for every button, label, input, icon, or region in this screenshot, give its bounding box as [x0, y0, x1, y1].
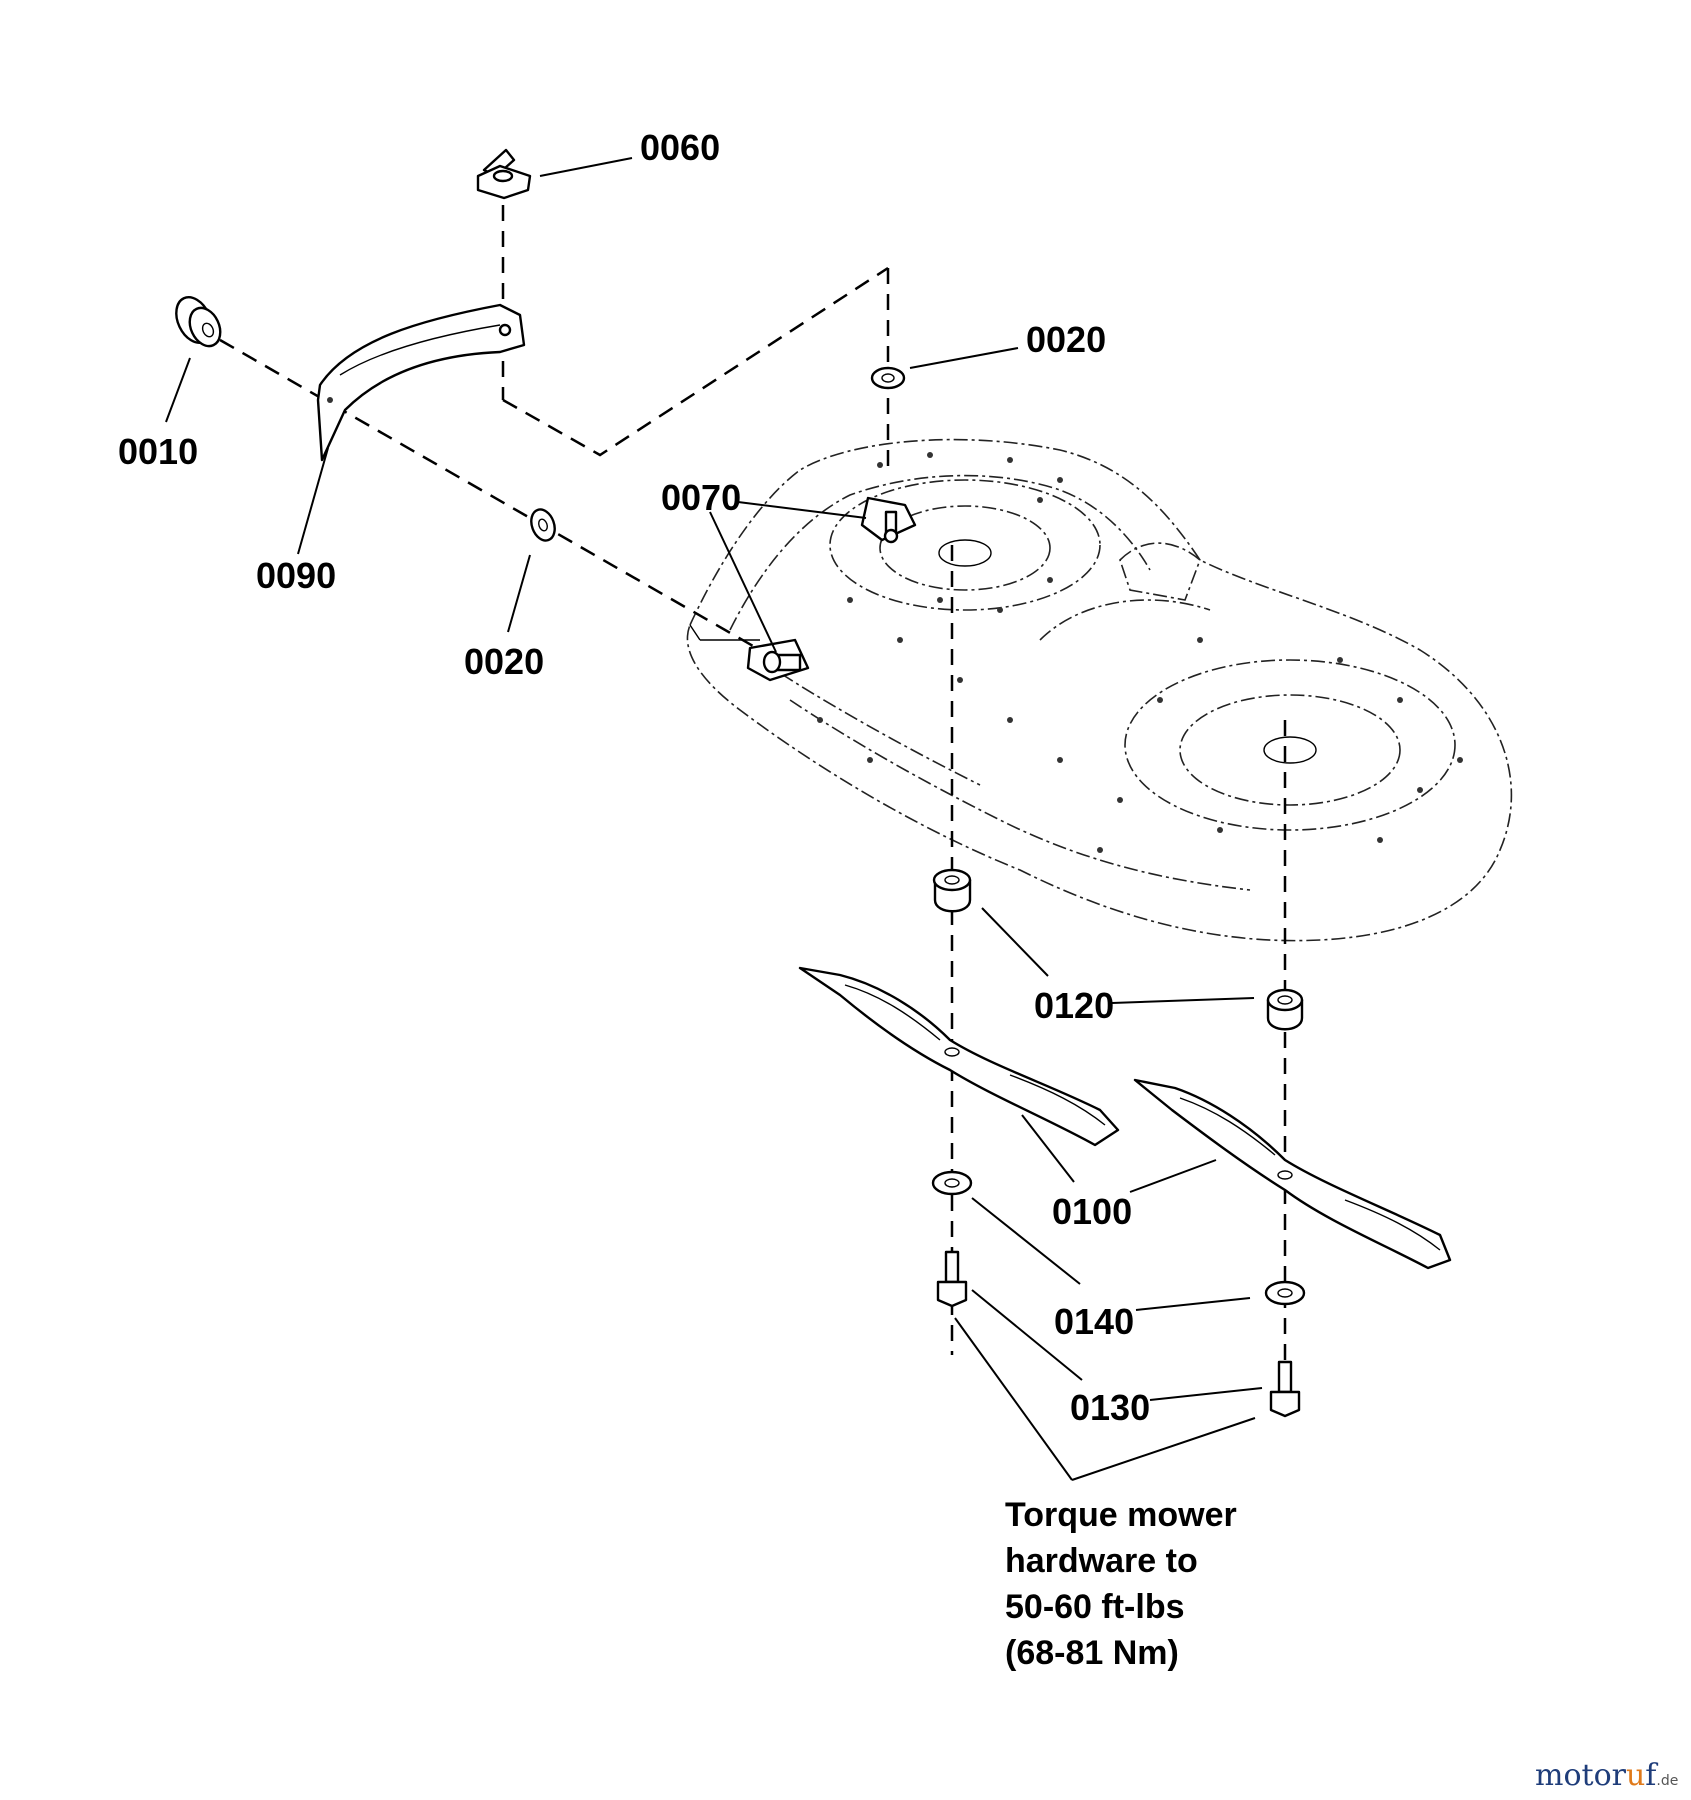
torque-note-line-3: 50-60 ft-lbs	[1005, 1588, 1185, 1626]
discharge-deflector	[316, 303, 526, 462]
callout-0090: 0090	[256, 555, 336, 596]
carriage-bolt-lower	[746, 638, 810, 682]
torque-note: Torque mower hardware to 50-60 ft-lbs (6…	[1005, 1496, 1237, 1672]
watermark-logo: motoruf.de	[1535, 1758, 1678, 1793]
carriage-bolt-upper	[860, 496, 917, 544]
mower-deck	[686, 438, 1513, 942]
mower-blade-left	[798, 966, 1120, 1147]
callout-0120: 0120	[1034, 985, 1114, 1026]
torque-note-line-4: (68-81 Nm)	[1005, 1634, 1179, 1672]
blade-bolt-left	[936, 1250, 968, 1308]
assembly-lines	[219, 205, 1287, 1390]
callout-0100: 0100	[1052, 1191, 1132, 1232]
callout-0130: 0130	[1070, 1387, 1150, 1428]
push-nut-left	[530, 508, 556, 542]
washer-left	[931, 1170, 973, 1196]
washer-right	[1264, 1280, 1306, 1306]
wing-nut	[476, 148, 532, 200]
torque-note-line-2: hardware to	[1005, 1542, 1198, 1580]
mower-blade-right	[1133, 1078, 1452, 1270]
callout-0140: 0140	[1054, 1301, 1134, 1342]
callout-labels: 0060 0020 0010 0090 0070 0020 0120 0100 …	[118, 127, 1150, 1428]
callout-0060: 0060	[640, 127, 720, 168]
blade-bolt-right	[1269, 1360, 1301, 1418]
blade-adapter-right	[1266, 988, 1304, 1031]
callout-0070: 0070	[661, 477, 741, 518]
deflector-knob	[175, 296, 222, 348]
push-nut-top	[870, 366, 906, 390]
callout-0020-left: 0020	[464, 641, 544, 682]
callout-0010: 0010	[118, 431, 198, 472]
blade-adapter-left	[932, 868, 972, 913]
svg-text:motoruf.de: motoruf.de	[1535, 1758, 1678, 1793]
torque-note-line-1: Torque mower	[1005, 1496, 1237, 1534]
leader-lines	[165, 157, 1263, 1481]
callout-0020-top: 0020	[1026, 319, 1106, 360]
